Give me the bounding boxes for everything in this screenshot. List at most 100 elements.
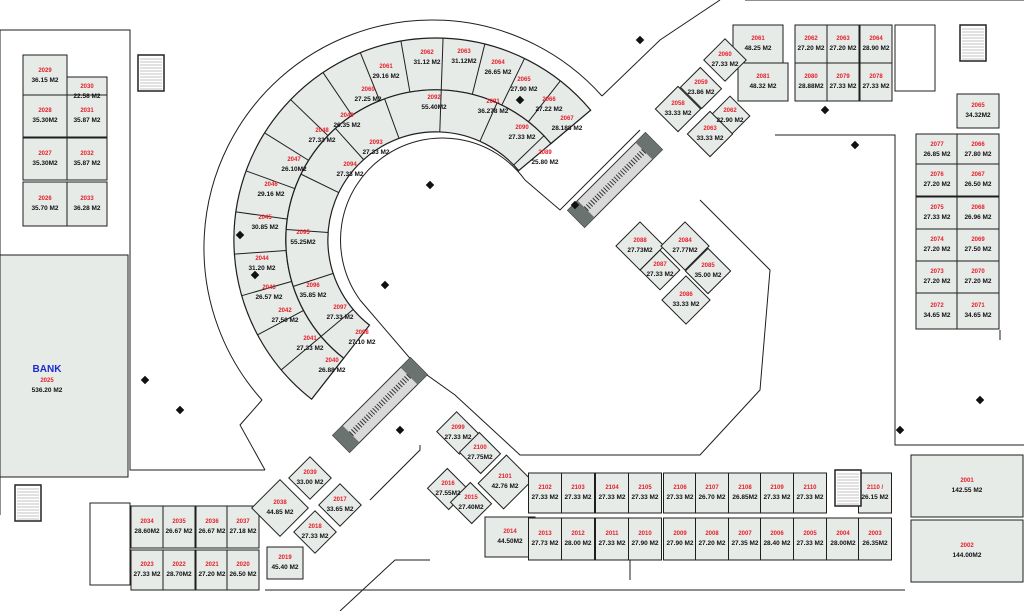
unit-cell[interactable] <box>910 519 1024 583</box>
unit-cell[interactable] <box>859 24 893 64</box>
unit-cell[interactable] <box>162 505 196 549</box>
unit-divider <box>320 309 354 337</box>
unit-cell[interactable] <box>956 133 1000 167</box>
column <box>140 375 150 385</box>
unit-cell[interactable] <box>449 481 493 525</box>
unit-cell[interactable] <box>679 66 723 110</box>
unit-divider <box>479 102 498 142</box>
unit-cell[interactable] <box>561 472 595 514</box>
unit-cell[interactable] <box>458 431 502 475</box>
unit-cell[interactable] <box>859 62 893 102</box>
unit-cell[interactable] <box>22 137 68 181</box>
unit-cell[interactable] <box>915 196 959 230</box>
unit-cell[interactable] <box>915 228 959 262</box>
unit-divider <box>290 99 329 137</box>
column <box>235 230 245 240</box>
unit-cell[interactable] <box>22 181 68 227</box>
unit-cell[interactable] <box>226 549 260 591</box>
unit-cell[interactable] <box>628 517 662 561</box>
unit-divider <box>322 72 353 116</box>
unit-cell[interactable] <box>288 456 332 500</box>
unit-cell[interactable] <box>956 196 1000 230</box>
unit-cell[interactable] <box>266 546 304 580</box>
unit-cell[interactable] <box>66 137 108 181</box>
ring-outer-corridor <box>203 19 603 401</box>
corridor-ne <box>601 0 721 97</box>
column <box>895 425 905 435</box>
stair-bottom <box>834 469 862 507</box>
unit-cell[interactable] <box>162 549 196 591</box>
unit-cell[interactable] <box>595 472 629 514</box>
bottom-outer <box>339 559 430 611</box>
unit-divider <box>400 40 411 93</box>
unit-cell[interactable] <box>561 517 595 561</box>
ring-inner-void <box>340 137 526 301</box>
unit-cell[interactable] <box>528 472 562 514</box>
unit-cell[interactable] <box>703 38 747 82</box>
unit-cell[interactable] <box>66 94 108 138</box>
void-right <box>775 134 1024 446</box>
unit-divider <box>384 98 400 139</box>
unit-cell[interactable] <box>793 472 827 514</box>
unit-cell[interactable] <box>22 94 68 138</box>
unit-cell[interactable] <box>826 517 860 561</box>
unit-cell[interactable] <box>956 93 1000 129</box>
unit-cell[interactable] <box>760 472 794 514</box>
unit-cell[interactable] <box>794 62 828 102</box>
unit-cell[interactable] <box>484 516 536 558</box>
unit-cell[interactable] <box>695 472 729 514</box>
unit-divider <box>471 43 486 95</box>
unit-cell[interactable] <box>794 24 828 64</box>
unit-cell[interactable] <box>130 549 164 591</box>
unit-divider <box>280 336 322 371</box>
unit-cell[interactable] <box>528 517 562 561</box>
unit-cell[interactable] <box>793 517 827 561</box>
unit-cell[interactable] <box>915 292 959 330</box>
unit-cell[interactable] <box>195 505 229 549</box>
unit-cell[interactable] <box>956 163 1000 197</box>
unit-cell[interactable] <box>915 133 959 167</box>
unit-cell[interactable] <box>226 505 260 549</box>
unit-cell[interactable] <box>318 483 362 527</box>
unit-cell[interactable] <box>663 517 697 561</box>
unit-cell[interactable] <box>858 472 892 514</box>
unit-cell[interactable] <box>66 181 108 227</box>
unit-divider <box>286 229 329 233</box>
unit-cell[interactable] <box>858 517 892 561</box>
unit-divider <box>335 128 365 161</box>
unit-cell[interactable] <box>956 260 1000 294</box>
unit-cell[interactable] <box>760 517 794 561</box>
unit-cell[interactable] <box>684 247 732 295</box>
unit-cell[interactable] <box>639 249 681 291</box>
unit-cell[interactable] <box>595 517 629 561</box>
unit-cell[interactable] <box>195 549 229 591</box>
unit-cell[interactable] <box>628 472 662 514</box>
unit-cell[interactable] <box>293 510 337 554</box>
unit-cell[interactable] <box>915 163 959 197</box>
unit-cell[interactable] <box>826 62 860 102</box>
unit-cell[interactable] <box>728 517 762 561</box>
unit-cell[interactable] <box>686 110 734 158</box>
unit-cell[interactable] <box>661 275 711 325</box>
unit-cell[interactable] <box>956 292 1000 330</box>
unit-cell[interactable] <box>477 454 533 510</box>
unit-divider <box>246 170 296 190</box>
unit-cell[interactable] <box>728 472 762 514</box>
unit-cell[interactable] <box>910 454 1024 518</box>
unit-divider <box>550 109 592 144</box>
features <box>14 24 987 586</box>
unit-cell[interactable] <box>22 54 68 98</box>
unit-cell[interactable] <box>663 472 697 514</box>
unit-cell[interactable] <box>915 260 959 294</box>
unit-cell[interactable] <box>130 505 164 549</box>
unit-cell[interactable] <box>654 85 702 133</box>
unit-cell[interactable] <box>660 221 710 271</box>
unit-cell[interactable] <box>251 479 309 537</box>
unit-cell[interactable] <box>956 228 1000 262</box>
escalator-sw <box>331 356 429 454</box>
unit-cell[interactable] <box>737 62 789 102</box>
unit-divider <box>440 38 444 91</box>
unit-cell[interactable] <box>826 24 860 64</box>
unit-cell[interactable] <box>695 517 729 561</box>
